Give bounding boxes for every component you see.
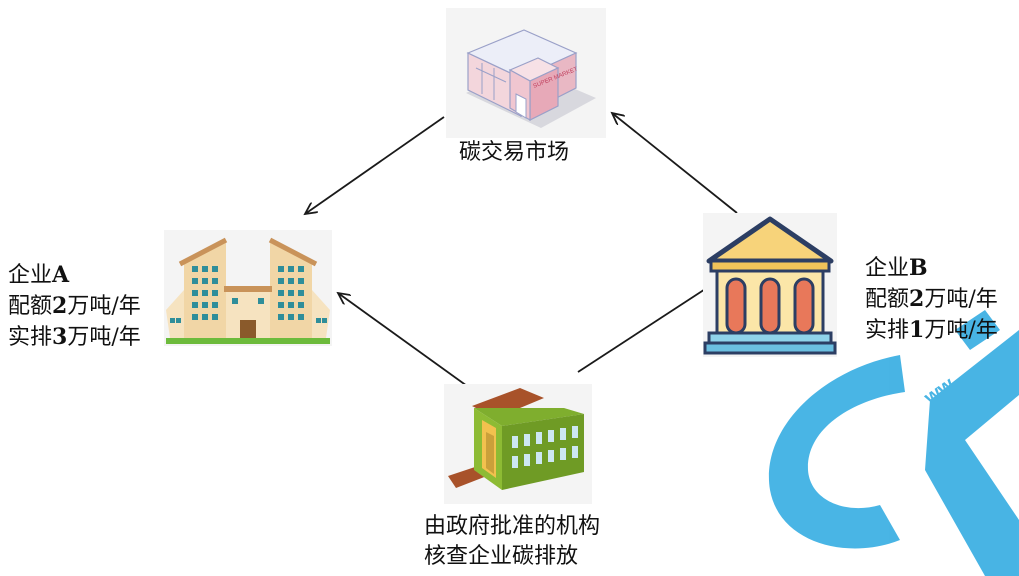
enterprise-b-actual-num: 1 xyxy=(909,317,925,343)
enterprise-a-info: 企业A 配额2万吨/年 实排3万吨/年 xyxy=(8,260,141,353)
arrow-b-to-market xyxy=(612,113,738,214)
enterprise-a-actual-unit: 万吨/年 xyxy=(67,325,141,350)
enterprise-a-letter: A xyxy=(52,262,70,288)
enterprise-b-actual-prefix: 实排 xyxy=(865,318,910,343)
enterprise-b-name: 企业B xyxy=(865,253,998,284)
enterprise-a-quota: 配额2万吨/年 xyxy=(8,291,141,322)
enterprise-a-name-text: 企业 xyxy=(8,263,53,288)
enterprise-b-quota-unit: 万吨/年 xyxy=(924,287,998,312)
enterprise-a-actual-prefix: 实排 xyxy=(8,325,53,350)
enterprise-b-quota-prefix: 配额 xyxy=(865,287,910,312)
enterprise-a-quota-prefix: 配额 xyxy=(8,294,53,319)
enterprise-b-quota-num: 2 xyxy=(909,286,925,312)
supermarket-icon: SUPER MARKET xyxy=(446,8,606,138)
enterprise-b-quota: 配额2万吨/年 xyxy=(865,284,998,315)
enterprise-b-info: 企业B 配额2万吨/年 实排1万吨/年 xyxy=(865,253,998,346)
agency-building-icon xyxy=(444,384,592,504)
office-building-icon xyxy=(164,230,332,346)
market-label: 碳交易市场 xyxy=(459,140,570,165)
agency-line2: 核查企业碳排放 xyxy=(424,544,579,569)
enterprise-b-actual: 实排1万吨/年 xyxy=(865,315,998,346)
enterprise-a-actual-num: 3 xyxy=(52,324,68,350)
agency-label: 由政府批准的机构 核查企业碳排放 xyxy=(424,512,600,572)
enterprise-a-name: 企业A xyxy=(8,260,141,291)
arrow-agency-to-a xyxy=(338,293,475,392)
enterprise-b-actual-unit: 万吨/年 xyxy=(924,318,998,343)
enterprise-a-quota-unit: 万吨/年 xyxy=(67,294,141,319)
arrow-market-to-a xyxy=(305,116,445,214)
enterprise-b-name-text: 企业 xyxy=(865,256,910,281)
enterprise-a-actual: 实排3万吨/年 xyxy=(8,322,141,353)
enterprise-b-letter: B xyxy=(909,255,928,281)
enterprise-a-quota-num: 2 xyxy=(52,293,68,319)
arrow-agency-to-b xyxy=(577,282,716,373)
agency-line1: 由政府批准的机构 xyxy=(424,514,601,539)
bank-building-icon xyxy=(703,213,837,357)
